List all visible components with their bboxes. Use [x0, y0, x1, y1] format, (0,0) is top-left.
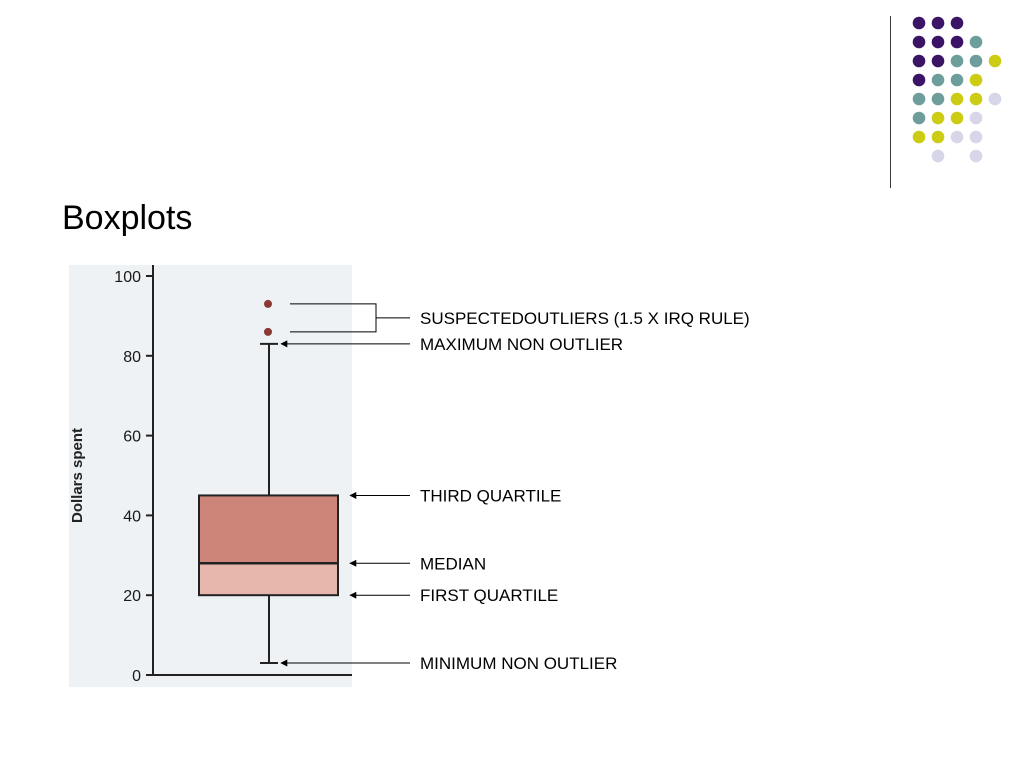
q3-annotation-label: THIRD QUARTILE [420, 486, 561, 505]
decor-dot [950, 130, 964, 144]
box-lower-half [199, 563, 338, 596]
decor-dot [950, 92, 964, 106]
decor-dot [931, 149, 945, 163]
decor-dot [969, 149, 983, 163]
decor-dot [969, 92, 983, 106]
box-upper-half [199, 495, 338, 564]
y-tick-label: 60 [123, 429, 141, 446]
decor-dot [912, 92, 926, 106]
decor-dot [912, 35, 926, 49]
decor-dot [950, 16, 964, 30]
y-tick-label: 20 [123, 588, 141, 605]
decor-dot [912, 16, 926, 30]
decor-dot [931, 16, 945, 30]
slide-title: Boxplots [62, 199, 193, 237]
y-tick-label: 0 [132, 668, 141, 685]
min-annotation-label: MINIMUM NON OUTLIER [420, 654, 617, 673]
decor-dot [988, 54, 1002, 68]
decor-dot [969, 73, 983, 87]
decor-dot [969, 130, 983, 144]
title-divider-line [890, 16, 891, 188]
decor-dot [988, 92, 1002, 106]
plot-background [69, 265, 352, 687]
outlier-point [264, 327, 272, 336]
y-tick-label: 100 [114, 269, 141, 286]
decor-dot [931, 54, 945, 68]
decor-dot [931, 92, 945, 106]
decor-dot [969, 111, 983, 125]
decor-dot [912, 54, 926, 68]
decor-dot [912, 111, 926, 125]
y-tick-label: 80 [123, 349, 141, 366]
max-annotation-label: MAXIMUM NON OUTLIER [420, 335, 623, 354]
y-axis-title: Dollars spent [69, 428, 86, 523]
outliers-annotation-label: SUSPECTEDOUTLIERS (1.5 X IRQ RULE) [420, 309, 750, 328]
decor-dot [950, 35, 964, 49]
median-annotation-label: MEDIAN [420, 554, 486, 573]
decor-dot [969, 54, 983, 68]
outlier-point [264, 299, 272, 308]
y-tick-label: 40 [123, 508, 141, 525]
decor-dot [912, 130, 926, 144]
box-outline [198, 494, 339, 597]
decor-dot [931, 35, 945, 49]
decor-dot [931, 73, 945, 87]
outliers-bracket [290, 303, 410, 333]
decorative-dot-grid [912, 16, 1002, 163]
decor-dot [912, 73, 926, 87]
decor-dot [950, 54, 964, 68]
decor-dot [950, 111, 964, 125]
decor-dot [931, 111, 945, 125]
decor-dot [969, 35, 983, 49]
q1-annotation-label: FIRST QUARTILE [420, 586, 558, 605]
decor-dot [931, 130, 945, 144]
decor-dot [950, 73, 964, 87]
